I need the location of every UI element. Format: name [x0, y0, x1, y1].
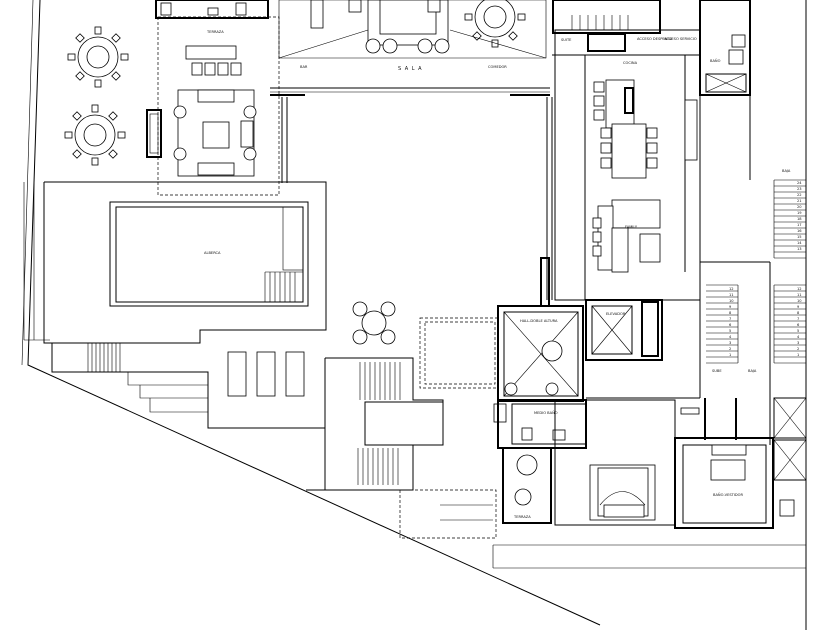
label-bar: BAR [300, 65, 308, 69]
elevator-core [585, 261, 771, 445]
stair-number: 14 [797, 241, 802, 245]
label-sube: SUBE [712, 369, 722, 373]
stair-number: 3 [797, 341, 799, 345]
pool-area [23, 181, 327, 344]
label-terraza-bottom: TERRAZA [513, 515, 531, 519]
label-hall: HALL-DOBLE ALTURA [520, 319, 558, 323]
kitchen-area [552, 0, 751, 301]
stair-number: 2 [797, 347, 799, 351]
stair-number: 1 [729, 353, 731, 357]
stair-number: 6 [729, 323, 732, 327]
stair-number: 17 [797, 223, 802, 227]
stair-numbers-right: 24 23 22 21 20 19 18 17 16 15 14 13 [797, 181, 802, 251]
hall-area [493, 305, 584, 423]
lower-rooms [497, 397, 807, 529]
label-acceso-despensa: ACCESO DESPENSA [637, 37, 673, 41]
courtyard [281, 97, 553, 307]
round-table-top [67, 26, 129, 88]
stair-number: 10 [797, 299, 802, 303]
round-table-bottom [64, 104, 126, 166]
stair-number: 5 [729, 329, 731, 333]
stair-number: 16 [797, 229, 802, 233]
stair-number: 21 [797, 199, 802, 203]
courtyard-table [352, 301, 396, 345]
stair-number: 24 [797, 181, 802, 185]
stair-number: 12 [797, 287, 802, 291]
stair-numbers-inner: 12 11 10 9 8 7 6 5 4 3 2 1 [729, 287, 734, 357]
right-stair [706, 179, 806, 364]
stair-number: 5 [797, 329, 799, 333]
stair-number: 20 [797, 205, 802, 209]
stair-number: 7 [729, 317, 731, 321]
stair-number: 7 [797, 317, 799, 321]
terraza-top-area [146, 0, 280, 196]
stair-number: 10 [729, 299, 734, 303]
label-acceso-servicio: ACCESO SERVICIO [664, 37, 697, 41]
label-family: FAMILY [625, 225, 638, 229]
stair-number: 11 [797, 293, 802, 297]
stair-number: 12 [729, 287, 734, 291]
stair-number: 8 [797, 311, 800, 315]
label-suite-top: SUITE [561, 38, 572, 42]
stair-number: 23 [797, 187, 802, 191]
label-medio-bano: MEDIO BAÑO [534, 410, 558, 415]
label-baja: BAJA [748, 369, 757, 373]
label-comedor: COMEDOR [488, 65, 507, 69]
stair-number: 15 [797, 235, 802, 239]
site-boundary [21, 0, 807, 630]
label-bano-top: BAÑO [710, 58, 721, 63]
stair-number: 9 [729, 305, 732, 309]
stair-number: 2 [729, 347, 731, 351]
stair-number: 6 [797, 323, 800, 327]
stair-number: 4 [729, 335, 732, 339]
stair-numbers-right-lower: 12 11 10 9 8 7 6 5 4 3 2 1 [797, 287, 802, 357]
stair-number: 19 [797, 211, 802, 215]
garden-steps [51, 343, 325, 429]
stair-number: 8 [729, 311, 732, 315]
label-terraza-top: TERRAZA [206, 30, 224, 34]
stair-number: 18 [797, 217, 802, 221]
label-sala: S A L A [398, 66, 423, 72]
stair-number: 9 [797, 305, 800, 309]
stair-number: 22 [797, 193, 802, 197]
stair-number: 4 [797, 335, 800, 339]
label-elevador: ELEVADOR [606, 312, 626, 316]
stair-number: 11 [729, 293, 734, 297]
label-cocina: COCINA [623, 61, 638, 65]
label-baja-top: BAJA [782, 169, 791, 173]
label-bano-vestidor: BAÑO-VESTIDOR [713, 492, 743, 497]
center-steps [306, 317, 499, 539]
sala-area [270, 0, 550, 96]
round-table-top-center [464, 0, 526, 48]
stair-number: 1 [797, 353, 799, 357]
labels: TERRAZA BAR S A L A COMEDOR SUITE ACCESO… [204, 30, 802, 519]
stair-number: 3 [729, 341, 731, 345]
label-alberca: ALBERCA [204, 251, 221, 255]
stair-number: 13 [797, 247, 802, 251]
